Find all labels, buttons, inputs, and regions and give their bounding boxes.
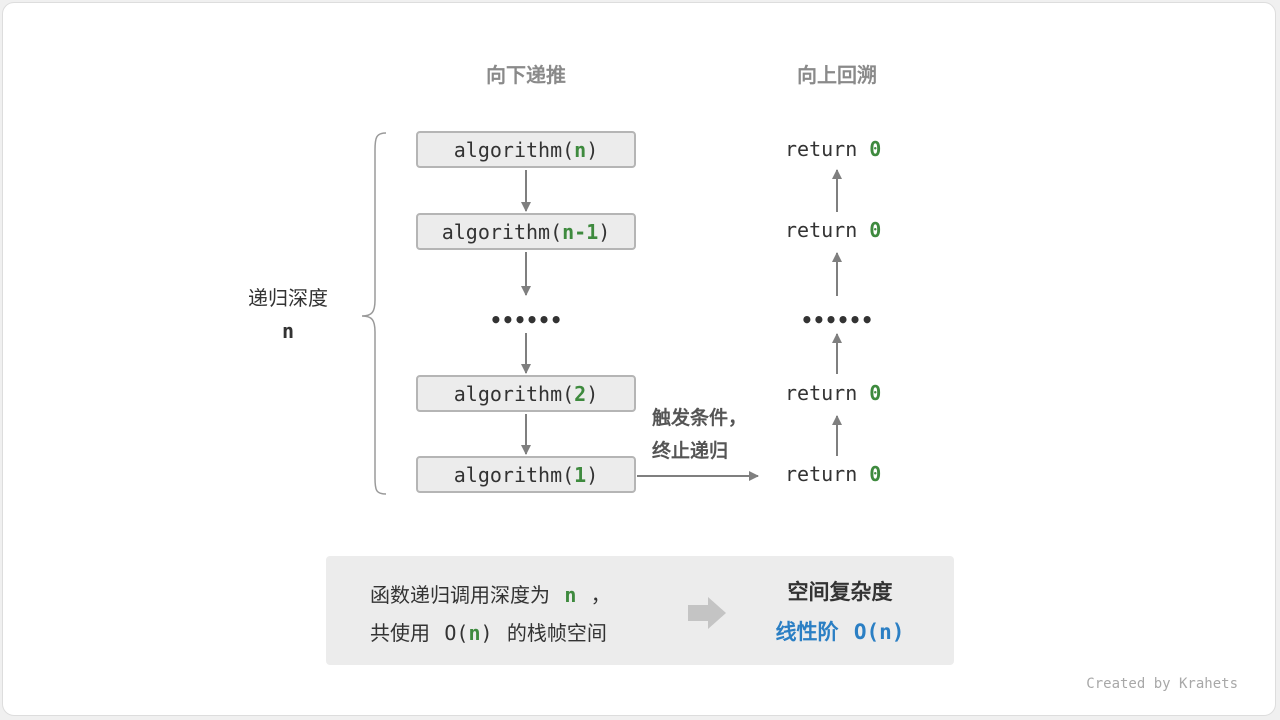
summary-text: 的栈帧空间 xyxy=(506,621,607,645)
call-arg: n-1 xyxy=(562,219,599,244)
call-box-n-minus-1: algorithm(n-1) xyxy=(416,213,636,250)
summary-var-n: n xyxy=(564,583,577,607)
call-arg: n xyxy=(574,137,587,162)
summary-text: 函数递归调用深度为 xyxy=(370,583,550,607)
call-suffix: ) xyxy=(598,219,611,244)
call-arg: 1 xyxy=(574,462,587,487)
return-value: 0 xyxy=(869,462,882,486)
heading-recurse-down: 向下递推 xyxy=(486,63,566,87)
depth-value: n xyxy=(281,319,295,343)
summary-var-n: n xyxy=(468,621,481,645)
call-suffix: ) xyxy=(586,381,599,406)
trigger-label-line1: 触发条件， xyxy=(652,407,748,429)
return-keyword: return xyxy=(785,381,858,405)
footer-credit: Created by Krahets xyxy=(1086,676,1238,692)
return-row: return 0 xyxy=(785,131,881,168)
summary-value: 线性阶 O(n) xyxy=(776,616,905,646)
summary-text: ， xyxy=(590,583,611,607)
return-keyword: return xyxy=(785,462,858,486)
summary-line-2: 共使用 O(n) 的栈帧空间 xyxy=(370,617,607,646)
summary-text: 共使用 xyxy=(370,621,430,645)
return-row: return 0 xyxy=(785,456,881,493)
call-suffix: ) xyxy=(586,462,599,487)
summary-big-o-close: ) xyxy=(480,621,493,645)
call-prefix: algorithm( xyxy=(453,137,575,162)
call-box-2: algorithm(2) xyxy=(416,375,636,412)
return-value: 0 xyxy=(869,218,882,242)
return-keyword: return xyxy=(785,218,858,242)
call-suffix: ) xyxy=(586,137,599,162)
return-row: return 0 xyxy=(785,212,881,249)
return-ellipsis: •••••• xyxy=(800,308,874,332)
call-prefix: algorithm( xyxy=(453,381,575,406)
depth-label: 递归深度 xyxy=(248,286,328,310)
return-keyword: return xyxy=(785,137,858,161)
summary-line-1: 函数递归调用深度为 n ， xyxy=(370,579,611,608)
trigger-label-line2: 终止递归 xyxy=(652,440,729,462)
call-box-1: algorithm(1) xyxy=(416,456,636,493)
call-prefix: algorithm( xyxy=(441,219,563,244)
right-arrow-icon xyxy=(688,597,726,629)
heading-backtrack-up: 向上回溯 xyxy=(797,63,877,87)
call-prefix: algorithm( xyxy=(453,462,575,487)
call-box-n: algorithm(n) xyxy=(416,131,636,168)
return-value: 0 xyxy=(869,137,882,161)
call-arg: 2 xyxy=(574,381,587,406)
summary-value-expr: O(n) xyxy=(853,620,905,644)
return-row: return 0 xyxy=(785,375,881,412)
return-value: 0 xyxy=(869,381,882,405)
summary-value-label: 线性阶 xyxy=(775,620,839,644)
summary-panel: 函数递归调用深度为 n ， 共使用 O(n) 的栈帧空间 空间复杂度 线性阶 O… xyxy=(326,556,954,665)
summary-big-o-open: O( xyxy=(444,621,469,645)
call-ellipsis: •••••• xyxy=(489,308,563,332)
summary-title: 空间复杂度 xyxy=(787,580,893,604)
